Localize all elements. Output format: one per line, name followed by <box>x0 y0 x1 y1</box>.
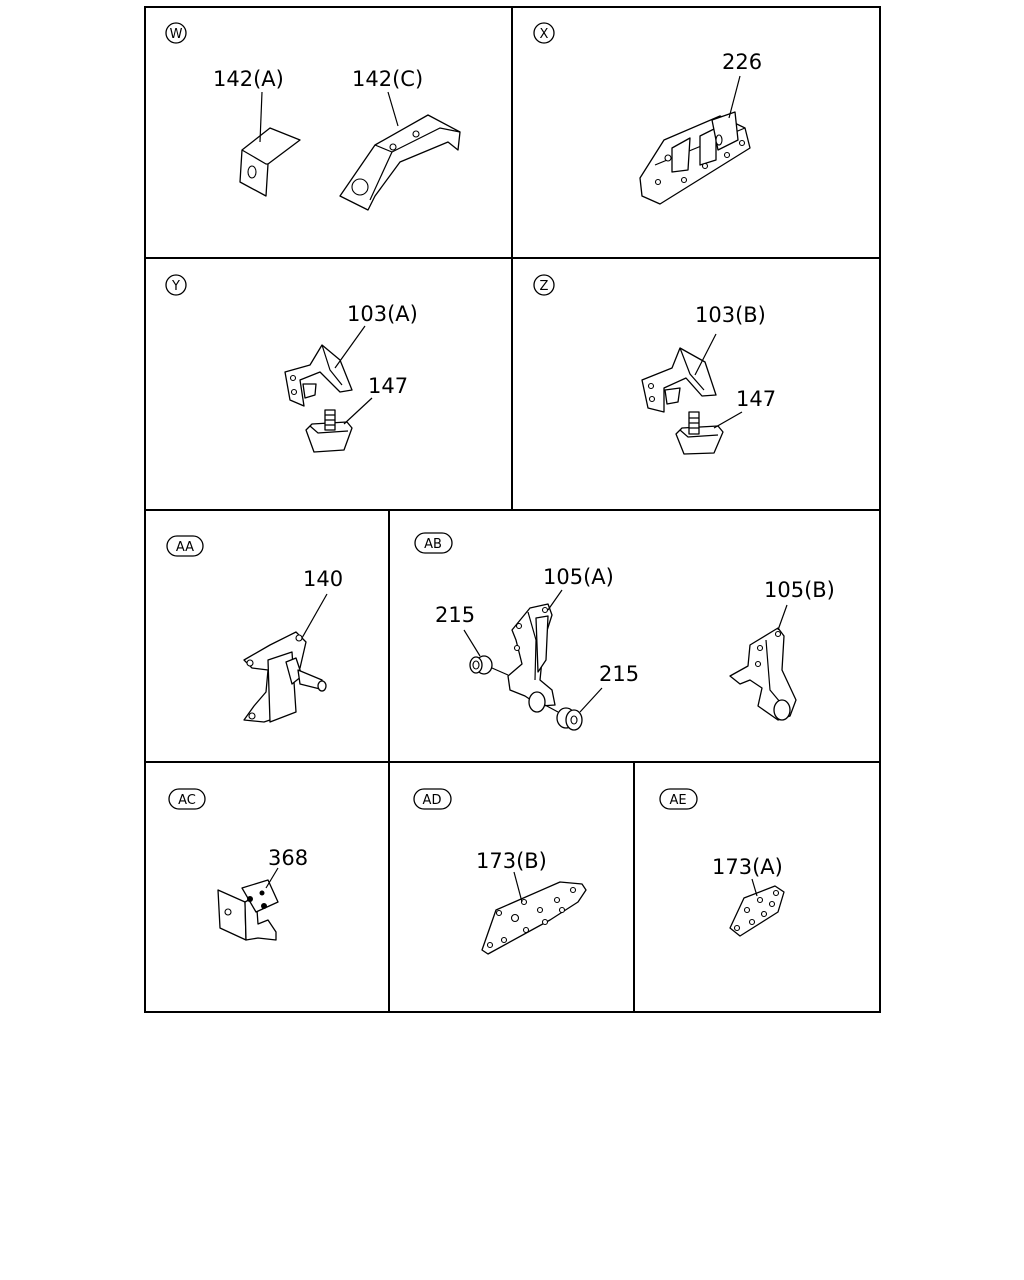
view-badge-z: Z <box>533 274 555 296</box>
svg-text:Z: Z <box>540 279 549 294</box>
part-105b-bracket <box>729 604 797 721</box>
panel-w: W 142(A) 142(C) <box>165 22 461 211</box>
svg-text:AC: AC <box>178 793 196 808</box>
panel-aa: AA 140 <box>166 535 343 723</box>
panel-y: Y 103(A) 147 <box>165 274 418 453</box>
panel-ac: AC 368 <box>168 788 308 941</box>
panel-z: Z 103(B) 147 <box>533 274 776 455</box>
view-badge-x: X <box>533 22 555 44</box>
svg-text:AE: AE <box>669 793 686 808</box>
panel-ae: AE 173(A) <box>659 788 785 937</box>
part-142c-bracket <box>339 91 461 211</box>
part-label-173b: 173(B) <box>476 849 547 873</box>
view-badge-y: Y <box>165 274 187 296</box>
part-147-stopper <box>305 397 373 453</box>
part-label-140: 140 <box>303 567 343 591</box>
part-142a-bracket <box>239 91 301 197</box>
part-label-215: 215 <box>435 603 475 627</box>
part-103a-mount <box>284 325 366 407</box>
part-label-105b: 105(B) <box>764 578 835 602</box>
part-label-142a: 142(A) <box>213 67 284 91</box>
svg-text:AB: AB <box>424 537 442 552</box>
svg-text:AA: AA <box>176 540 194 555</box>
view-badge-ab: AB <box>414 532 453 554</box>
view-badge-ae: AE <box>659 788 698 810</box>
part-105a-bracket <box>507 589 563 713</box>
panel-ab: AB 215 105(A) 215 105(B) <box>414 532 835 731</box>
part-label-103b: 103(B) <box>695 303 766 327</box>
part-label-147: 147 <box>736 387 776 411</box>
panel-x: X 226 <box>533 22 762 205</box>
diagram-frame <box>144 6 881 1013</box>
svg-text:Y: Y <box>171 279 180 294</box>
part-label-142c: 142(C) <box>352 67 423 91</box>
part-147-stopper <box>675 411 743 455</box>
part-label-147: 147 <box>368 374 408 398</box>
part-215-bushing <box>463 629 509 676</box>
view-badge-ac: AC <box>168 788 206 810</box>
svg-text:W: W <box>170 27 183 42</box>
part-label-226: 226 <box>722 50 762 74</box>
part-label-105a: 105(A) <box>543 565 614 589</box>
part-label-215: 215 <box>599 662 639 686</box>
panel-ad: AD 173(B) <box>413 788 587 955</box>
part-140-bracket <box>243 593 328 723</box>
part-label-368: 368 <box>268 846 308 870</box>
view-badge-w: W <box>165 22 187 44</box>
view-badge-aa: AA <box>166 535 204 557</box>
view-badge-ad: AD <box>413 788 452 810</box>
part-173a-plate <box>729 878 785 937</box>
part-label-103a: 103(A) <box>347 302 418 326</box>
part-368-bracket <box>217 867 279 941</box>
svg-text:X: X <box>540 27 549 42</box>
part-label-173a: 173(A) <box>712 855 783 879</box>
part-103b-mount <box>641 333 717 413</box>
svg-text:AD: AD <box>423 793 442 808</box>
part-215-bushing <box>556 687 603 731</box>
part-173b-plate <box>481 871 587 955</box>
part-226-bracket <box>639 75 751 205</box>
